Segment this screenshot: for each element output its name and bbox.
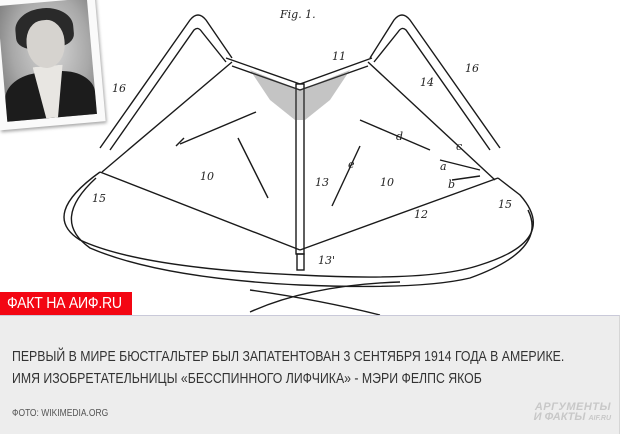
svg-text:13': 13' — [318, 254, 335, 267]
fact-badge: ФАКТ НА АИФ.RU — [0, 292, 133, 316]
aif-logo: АРГУМЕНТЫ И ФАКТЫ AIF.RU — [533, 401, 611, 423]
caption-text: ПЕРВЫЙ В МИРЕ БЮСТГАЛЬТЕР БЫЛ ЗАПАТЕНТОВ… — [12, 346, 586, 390]
svg-text:10: 10 — [380, 176, 394, 189]
svg-text:15: 15 — [498, 198, 512, 211]
svg-text:e: e — [348, 158, 355, 171]
svg-text:13: 13 — [315, 176, 329, 189]
caption-area: ПЕРВЫЙ В МИРЕ БЮСТГАЛЬТЕР БЫЛ ЗАПАТЕНТОВ… — [0, 315, 620, 434]
photo-credit: ФОТО: WIKIMEDIA.ORG — [12, 408, 109, 419]
svg-text:d: d — [396, 130, 403, 143]
svg-text:12: 12 — [414, 208, 428, 221]
svg-text:c: c — [456, 140, 462, 153]
caption-line-2: ИМЯ ИЗОБРЕТАТЕЛЬНИЦЫ «БЕССПИННОГО ЛИФЧИК… — [12, 370, 482, 387]
svg-text:16: 16 — [465, 62, 479, 75]
svg-text:10: 10 — [200, 170, 214, 183]
svg-text:15: 15 — [92, 192, 106, 205]
svg-text:b: b — [448, 178, 455, 191]
inventor-portrait-photo — [0, 0, 106, 131]
patent-drawing: Fig. 1. 16 16 14 11 10 10 13 13' 15 15 1… — [63, 8, 535, 315]
figure-labels: Fig. 1. 16 16 14 11 10 10 13 13' 15 15 1… — [92, 8, 512, 267]
svg-text:a: a — [440, 160, 447, 173]
svg-text:14: 14 — [420, 76, 434, 89]
svg-text:16: 16 — [112, 82, 126, 95]
patent-drawing-image: Fig. 1. 16 16 14 11 10 10 13 13' 15 15 1… — [0, 0, 535, 315]
caption-line-1: ПЕРВЫЙ В МИРЕ БЮСТГАЛЬТЕР БЫЛ ЗАПАТЕНТОВ… — [12, 348, 565, 365]
figure-title: Fig. 1. — [279, 8, 316, 21]
svg-text:11: 11 — [332, 50, 346, 63]
